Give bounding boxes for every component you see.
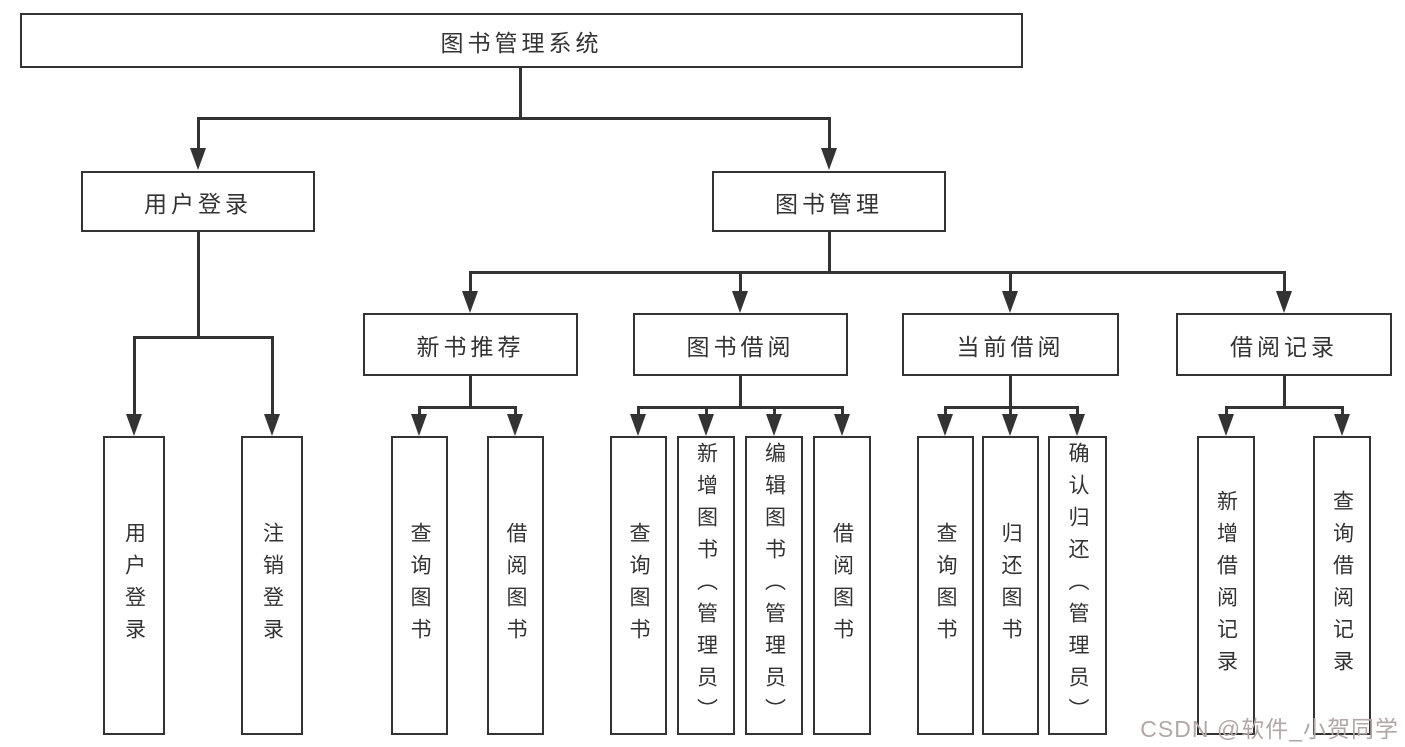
arrowhead-down-icon: [1069, 414, 1085, 436]
leaf-label: 用户登录: [122, 521, 146, 650]
leaf-user-login: 用户登录: [103, 436, 165, 735]
connector-line: [637, 405, 843, 409]
node-label: 借阅记录: [1230, 333, 1338, 360]
connector-line: [132, 335, 274, 339]
arrowhead-down-icon: [507, 414, 523, 436]
connector-line: [196, 231, 200, 338]
leaf-label: 查询图书: [934, 521, 957, 650]
leaf-label: 查询图书: [408, 521, 431, 650]
leaf-label: 编辑图书（管理员）: [762, 441, 786, 730]
node-label: 图书管理系统: [440, 29, 603, 56]
arrowhead-down-icon: [1217, 414, 1234, 436]
arrowhead-down-icon: [833, 414, 850, 436]
connector-line: [132, 335, 136, 418]
arrowhead-down-icon: [820, 148, 837, 170]
arrowhead-down-icon: [630, 414, 646, 436]
arrowhead-down-icon: [263, 414, 280, 436]
leaf-borrow-books-recommendation: 借阅图书: [487, 436, 544, 735]
connector-line: [1224, 405, 1344, 409]
leaf-label: 确认归还（管理员）: [1066, 441, 1089, 730]
arrowhead-down-icon: [937, 414, 953, 436]
csdn-watermark: CSDN @软件_小贺同学: [1140, 716, 1399, 742]
node-label: 当前借阅: [956, 333, 1065, 360]
connector-line: [418, 405, 421, 419]
connector-line: [739, 271, 742, 293]
leaf-label: 新增借阅记录: [1214, 489, 1238, 682]
connector-line: [1009, 271, 1012, 293]
connector-line: [704, 405, 708, 419]
leaf-label: 新增图书（管理员）: [694, 441, 718, 730]
leaf-label: 归还图书: [999, 521, 1022, 650]
arrowhead-down-icon: [1275, 291, 1292, 313]
leaf-label: 借阅图书: [504, 521, 527, 650]
node-library-system: 图书管理系统: [20, 13, 1023, 68]
leaf-return-books: 归还图书: [982, 436, 1039, 735]
leaf-query-books-borrowing: 查询图书: [610, 436, 667, 735]
leaf-query-books-current: 查询图书: [917, 436, 974, 735]
connector-line: [739, 374, 742, 408]
arrowhead-down-icon: [1002, 414, 1018, 436]
arrowhead-down-icon: [189, 148, 206, 170]
leaf-label: 查询借阅记录: [1330, 489, 1354, 682]
connector-line: [827, 231, 831, 274]
connector-line: [418, 405, 517, 409]
node-new-book-recommendation: 新书推荐: [363, 313, 578, 376]
connector-line: [1076, 405, 1079, 419]
leaf-add-books-admin: 新增图书（管理员）: [677, 436, 735, 735]
connector-line: [1282, 271, 1286, 293]
arrowhead-down-icon: [697, 414, 714, 436]
connector-line: [637, 405, 640, 419]
leaf-label: 借阅图书: [830, 521, 854, 650]
connector-line: [1282, 374, 1286, 408]
leaf-logout: 注销登录: [241, 436, 303, 735]
connector-line: [772, 405, 776, 419]
connector-line: [840, 405, 844, 419]
arrowhead-down-icon: [765, 414, 782, 436]
connector-line: [1009, 405, 1012, 419]
connector-line: [1224, 405, 1228, 419]
leaf-edit-books-admin: 编辑图书（管理员）: [745, 436, 803, 735]
node-user-login: 用户登录: [81, 171, 315, 232]
arrowhead-down-icon: [411, 414, 427, 436]
connector-line: [196, 117, 200, 150]
connector-line: [469, 271, 472, 293]
connector-line: [196, 117, 831, 120]
node-book-borrowing: 图书借阅: [633, 313, 848, 376]
node-label: 用户登录: [144, 190, 252, 217]
connector-line: [469, 271, 1285, 274]
connector-line: [827, 117, 831, 150]
node-current-borrowing: 当前借阅: [902, 313, 1119, 376]
node-label: 图书管理: [775, 190, 883, 217]
leaf-query-borrow-record: 查询借阅记录: [1313, 436, 1371, 735]
arrowhead-down-icon: [1333, 414, 1350, 436]
node-borrowing-records: 借阅记录: [1176, 313, 1392, 376]
connector-line: [518, 66, 522, 120]
arrowhead-down-icon: [732, 291, 748, 313]
connector-line: [514, 405, 517, 419]
leaf-label: 查询图书: [627, 521, 650, 650]
connector-line: [944, 405, 947, 419]
connector-line: [1009, 374, 1012, 408]
leaf-label: 注销登录: [260, 521, 284, 650]
arrowhead-down-icon: [1002, 291, 1018, 313]
leaf-borrow-books-borrowing: 借阅图书: [813, 436, 871, 735]
connector-line: [270, 335, 274, 418]
node-label: 新书推荐: [416, 333, 525, 360]
leaf-confirm-return-admin: 确认归还（管理员）: [1048, 436, 1107, 735]
arrowhead-down-icon: [125, 414, 142, 436]
arrowhead-down-icon: [462, 291, 478, 313]
connector-line: [469, 374, 472, 408]
node-label: 图书借阅: [686, 333, 795, 360]
node-book-management: 图书管理: [712, 171, 946, 232]
connector-line: [1340, 405, 1344, 419]
leaf-add-borrow-record: 新增借阅记录: [1197, 436, 1255, 735]
leaf-query-books-recommendation: 查询图书: [391, 436, 448, 735]
